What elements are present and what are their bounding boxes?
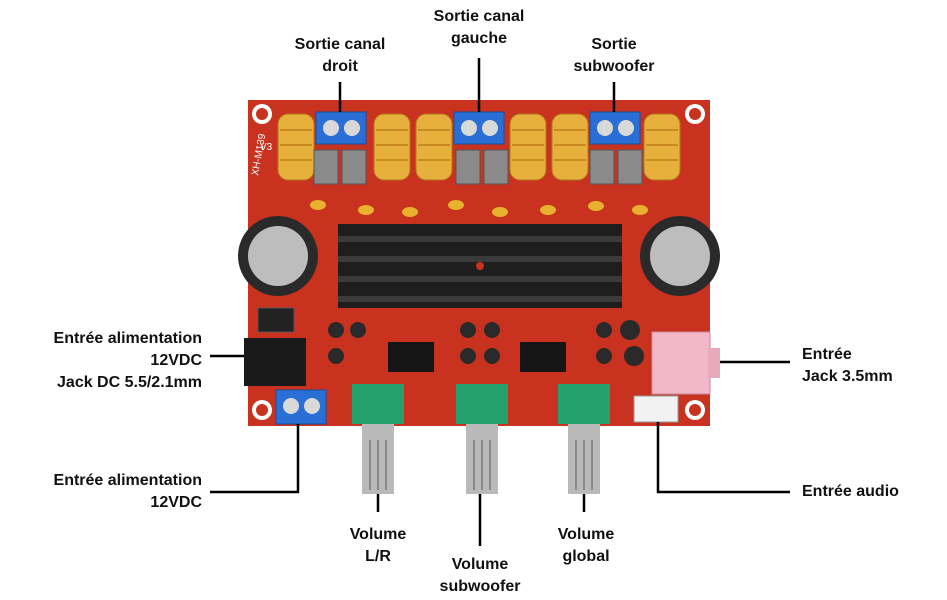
version-marking: V3 [260,142,273,153]
label-jack-input: Entrée Jack 3.5mm [802,346,893,385]
heatsink [338,224,622,308]
filter-capacitors [238,216,720,296]
op-amp-ic-1 [388,342,434,372]
op-amp-ic-2 [520,342,566,372]
dc-jack [244,338,306,386]
label-output-subwoofer: Sortie subwoofer [573,36,655,75]
label-power-terminal: Entrée alimentation 12VDC [53,472,202,511]
power-terminal [275,389,327,425]
label-volume-lr: Volume L/R [349,526,407,565]
label-power-jack: Entrée alimentation 12VDC Jack DC 5.5/2.… [53,330,202,391]
callout-lines [210,58,790,546]
speaker-terminals [315,111,641,145]
label-output-left: Sortie canal gauche [433,8,525,47]
label-audio-input: Entrée audio [802,483,899,500]
label-output-right: Sortie canal droit [294,36,386,75]
audio-input-connector [633,395,679,423]
label-volume-global: Volume global [557,526,615,565]
audio-jack-3-5mm [651,331,720,395]
label-volume-subwoofer: Volume subwoofer [439,556,521,595]
